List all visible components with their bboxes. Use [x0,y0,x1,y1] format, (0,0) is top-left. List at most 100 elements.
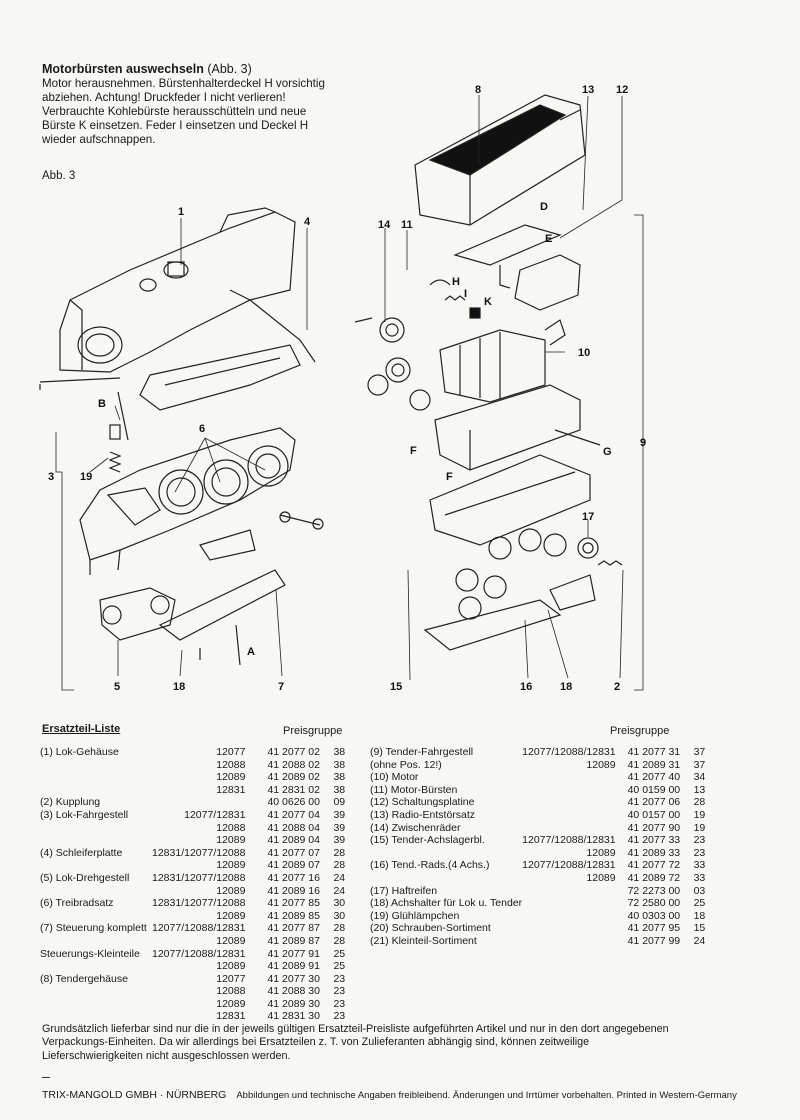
price-group: 23 [333,985,346,998]
callout-7: 7 [278,681,284,693]
part-name [370,872,522,885]
article-number: 41 2088 04 [267,821,320,834]
part-name: (13) Radio-Entstörsatz [370,808,476,821]
part-name [40,910,152,923]
price-group: 03 [693,884,706,897]
part-name: (6) Treibradsatz [40,897,114,910]
article-number: 41 2089 02 [267,771,320,784]
price-group: 30 [333,897,346,910]
part-name [40,985,152,998]
model-numbers: 12088 [216,758,246,771]
callout-2: 2 [614,681,620,693]
part-name [40,885,152,898]
callout-E: E [545,233,552,245]
part-name [40,771,152,784]
tender-housing-drawing [414,94,586,226]
model-numbers: 12831/12077/12088 [152,897,246,910]
price-group: 28 [333,859,346,872]
part-name: (5) Lok-Drehgestell [40,871,130,884]
table-row: 12088 41 2088 02 38 [40,759,357,772]
part-name [40,1010,152,1023]
model-numbers: 12089 [216,859,246,872]
part-name: Steuerungs-Kleinteile [40,947,140,960]
callout-14: 14 [378,219,391,231]
article-number: 40 0157 00 [627,808,681,821]
price-group: 28 [333,922,346,935]
article-number: 41 2088 30 [267,985,320,998]
article-number: 41 2089 04 [267,834,320,847]
leader-lines [55,95,644,691]
part-name [40,998,152,1011]
part-name [40,784,152,797]
tender-bogies-drawing [423,528,623,651]
article-number: 41 2089 07 [267,859,320,872]
article-number: 41 2077 30 [267,972,320,985]
model-numbers: 12831 [216,1010,246,1023]
price-group: 24 [333,871,346,884]
price-group: 09 [333,796,346,809]
article-number: 41 2089 30 [267,997,320,1010]
figure-label: Abb. 3 [42,170,76,182]
part-name: (21) Kleinteil-Sortiment [370,934,477,947]
article-number: 41 2077 72 [627,859,681,872]
model-numbers: 12077/12088/12831 [152,922,246,935]
circuit-board-drawing [453,224,581,311]
callout-G: G [603,446,612,458]
callout-F-1: F [410,445,417,457]
price-group: 38 [333,758,346,771]
callout-16: 16 [520,681,532,693]
model-numbers: 12077/12088/12831 [522,746,616,758]
part-name: (12) Schaltungsplatine [370,796,475,809]
model-numbers [522,809,627,822]
price-group: 33 [693,871,706,884]
table-row: (16) Tend.-Rads.(4 Achs.)12077/12088/128… [370,859,718,872]
article-number: 41 2077 06 [627,796,681,809]
article-number: 40 0626 00 [267,796,320,809]
locomotive-body-drawing [39,207,316,390]
part-name: (19) Glühlämpchen [370,909,460,922]
article-number: 41 2077 99 [627,934,681,947]
part-name: (20) Schrauben-Sortiment [370,922,491,935]
motor-brush-drawing [429,279,481,319]
motor-drawing [439,319,566,403]
price-group: 24 [333,884,346,897]
tender-chassis-drawing [429,384,601,546]
model-numbers: 12077 [216,746,246,758]
article-number: 41 2077 31 [627,746,681,758]
article-number: 41 2088 02 [267,758,320,771]
model-numbers: 12088 [216,821,246,834]
gears-drawing [354,317,431,411]
price-group: 23 [333,1010,346,1023]
price-group: 30 [333,909,346,922]
model-numbers: 12089 [216,834,246,847]
article-number: 41 2089 33 [627,846,681,859]
price-group: 24 [693,934,706,947]
model-numbers: 12831/12077/12088 [152,871,246,884]
price-group: 18 [693,909,706,922]
price-group: 19 [693,821,706,834]
callout-3: 3 [48,471,54,483]
model-numbers: 12089 [586,871,616,884]
callout-19: 19 [80,471,92,483]
price-group: 28 [333,934,346,947]
article-number: 41 2089 85 [267,909,320,922]
table-row: 12089 41 2089 07 28 [40,859,357,872]
model-numbers [522,796,627,809]
article-number: 41 2077 04 [267,808,320,821]
article-number: 40 0303 00 [627,909,681,922]
part-name [40,935,152,948]
price-group: 23 [693,846,706,859]
